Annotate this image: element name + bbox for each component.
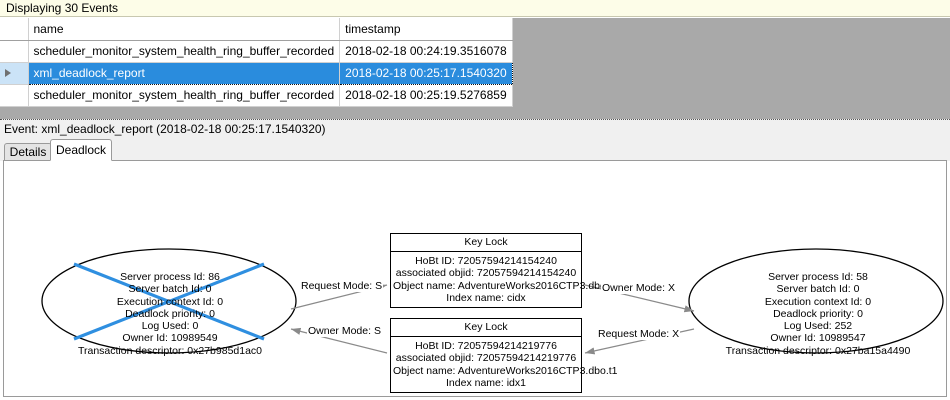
events-grid-container[interactable]: name timestamp scheduler_monitor_system_… (0, 18, 950, 119)
cell-timestamp[interactable]: 2018-02-18 00:25:17.1540320 (339, 61, 513, 85)
victim-cross-line-b (73, 262, 265, 341)
process-right-line: Execution context Id: 0 (764, 295, 872, 308)
cell-name[interactable]: scheduler_monitor_system_health_ring_buf… (28, 84, 341, 107)
key-lock-node-bottom: Key Lock HoBt ID: 72057594214219776 asso… (390, 318, 618, 394)
process-node-right (688, 248, 944, 354)
event-caption: Event: xml_deadlock_report (2018-02-18 0… (0, 119, 950, 139)
tab-strip: Details Deadlock (0, 139, 950, 161)
displaying-events-banner: Displaying 30 Events (0, 0, 950, 17)
key-lock-line: associated objid: 72057594214219776 (395, 352, 577, 365)
process-left-line: Server process Id: 86 (120, 271, 220, 283)
row-selector-arrow[interactable] (0, 62, 29, 85)
table-row[interactable]: scheduler_monitor_system_health_ring_buf… (0, 40, 513, 63)
process-left-line: Deadlock priority: 0 (125, 307, 215, 320)
column-header-timestamp[interactable]: timestamp (339, 18, 513, 41)
process-left-line: Owner Id: 10989549 (122, 332, 218, 345)
table-row-selected[interactable]: xml_deadlock_report 2018-02-18 00:25:17.… (0, 61, 513, 85)
key-lock-body: HoBt ID: 72057594214154240 associated ob… (391, 252, 618, 308)
tab-deadlock[interactable]: Deadlock (50, 139, 112, 161)
row-selector[interactable] (0, 84, 29, 107)
key-lock-node-top: Key Lock HoBt ID: 72057594214154240 asso… (390, 233, 618, 309)
grid-header-row: name timestamp (0, 18, 513, 41)
key-lock-body: HoBt ID: 72057594214219776 associated ob… (391, 337, 618, 393)
process-right-line: Transaction descriptor: 0x27ba15a4490 (725, 344, 911, 357)
process-right-line: Log Used: 252 (783, 320, 853, 333)
key-lock-title: Key Lock (391, 234, 581, 252)
events-grid[interactable]: name timestamp scheduler_monitor_system_… (0, 18, 513, 107)
process-right-line: Owner Id: 10989547 (770, 332, 866, 345)
cell-name[interactable]: scheduler_monitor_system_health_ring_buf… (28, 40, 341, 63)
deadlock-graph-canvas[interactable]: Server process Id: 86 Server batch Id: 0… (3, 160, 947, 397)
process-right-details: Server process Id: 58 Server batch Id: 0… (704, 271, 932, 357)
deadlock-graph-svg (41, 248, 944, 355)
tab-details[interactable]: Details (4, 143, 52, 161)
key-lock-title: Key Lock (391, 319, 581, 337)
cell-name[interactable]: xml_deadlock_report (27, 61, 341, 85)
table-row[interactable]: scheduler_monitor_system_health_ring_buf… (0, 84, 513, 107)
process-right-line: Deadlock priority: 0 (773, 307, 863, 320)
process-right-line: Server batch Id: 0 (776, 283, 860, 296)
process-left-details: Server process Id: 86 Server batch Id: 0… (46, 271, 294, 357)
cell-timestamp[interactable]: 2018-02-18 00:24:19.3516078 (339, 40, 513, 63)
grid-corner-header[interactable] (0, 18, 29, 41)
column-header-name[interactable]: name (28, 18, 341, 41)
key-lock-line: HoBt ID: 72057594214219776 (415, 340, 557, 352)
edge-label-left-request: Request Mode: S (300, 280, 384, 292)
process-left-line: Transaction descriptor: 0x27b985d1ac0 (77, 344, 263, 357)
edge-label-right-request: Request Mode: X (597, 328, 681, 340)
key-lock-line: HoBt ID: 72057594214154240 (415, 255, 557, 267)
key-lock-line: Object name: AdventureWorks2016CTP3.dbo.… (393, 279, 618, 292)
key-lock-line: Index name: idx1 (446, 376, 526, 389)
edge-label-right-owner: Owner Mode: X (601, 282, 676, 294)
row-selector[interactable] (0, 40, 29, 63)
process-left-line: Server batch Id: 0 (128, 283, 212, 296)
edge-label-left-owner: Owner Mode: S (307, 325, 382, 337)
cell-timestamp[interactable]: 2018-02-18 00:25:19.5276859 (339, 84, 513, 107)
process-left-line: Log Used: 0 (141, 320, 199, 333)
key-lock-line: associated objid: 72057594214154240 (395, 267, 577, 280)
key-lock-line: Index name: cidx (446, 291, 526, 304)
process-left-line: Execution context Id: 0 (116, 295, 224, 308)
row-selector-arrow-icon (5, 69, 11, 77)
key-lock-line: Object name: AdventureWorks2016CTP3.dbo.… (393, 364, 618, 377)
process-right-line: Server process Id: 58 (768, 271, 868, 283)
